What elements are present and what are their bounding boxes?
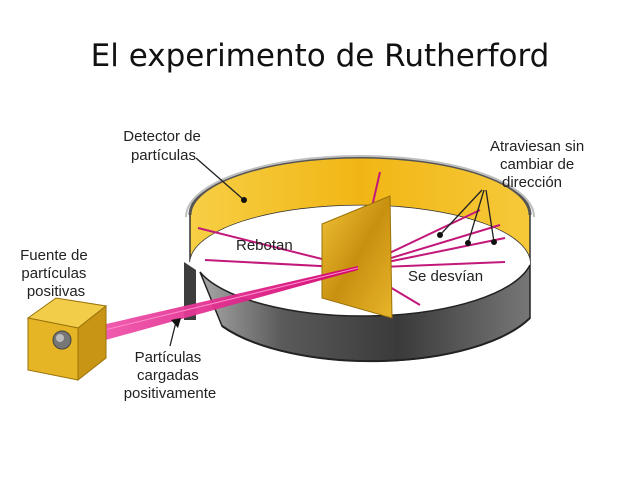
leader-arrowhead xyxy=(171,318,181,328)
leader-dot-1 xyxy=(437,232,443,238)
leader-dot-2 xyxy=(465,240,471,246)
leader-dot-3 xyxy=(491,239,497,245)
label-se-desvian: Se desvían xyxy=(408,268,483,285)
label-detector: Detector de partículas xyxy=(123,128,205,164)
leader-particulas xyxy=(169,321,177,347)
slide-title: El experimento de Rutherford xyxy=(90,38,550,74)
leader-lines xyxy=(169,157,495,347)
particle-beam xyxy=(80,266,358,346)
leader-dot-detector xyxy=(241,197,247,203)
leader-atraviesan-3 xyxy=(485,189,495,243)
label-fuente: Fuente de partículas positivas xyxy=(20,247,92,300)
particle-source xyxy=(26,297,108,382)
label-rebotan: Rebotan xyxy=(236,237,293,254)
leader-atraviesan-1 xyxy=(439,189,483,236)
leader-atraviesan-2 xyxy=(467,189,485,244)
label-particulas: Partículas cargadas positivamente xyxy=(124,349,217,402)
leader-detector xyxy=(195,157,245,201)
gold-foil xyxy=(321,195,393,319)
label-atraviesan: Atraviesan sin cambiar de dirección xyxy=(490,138,588,191)
